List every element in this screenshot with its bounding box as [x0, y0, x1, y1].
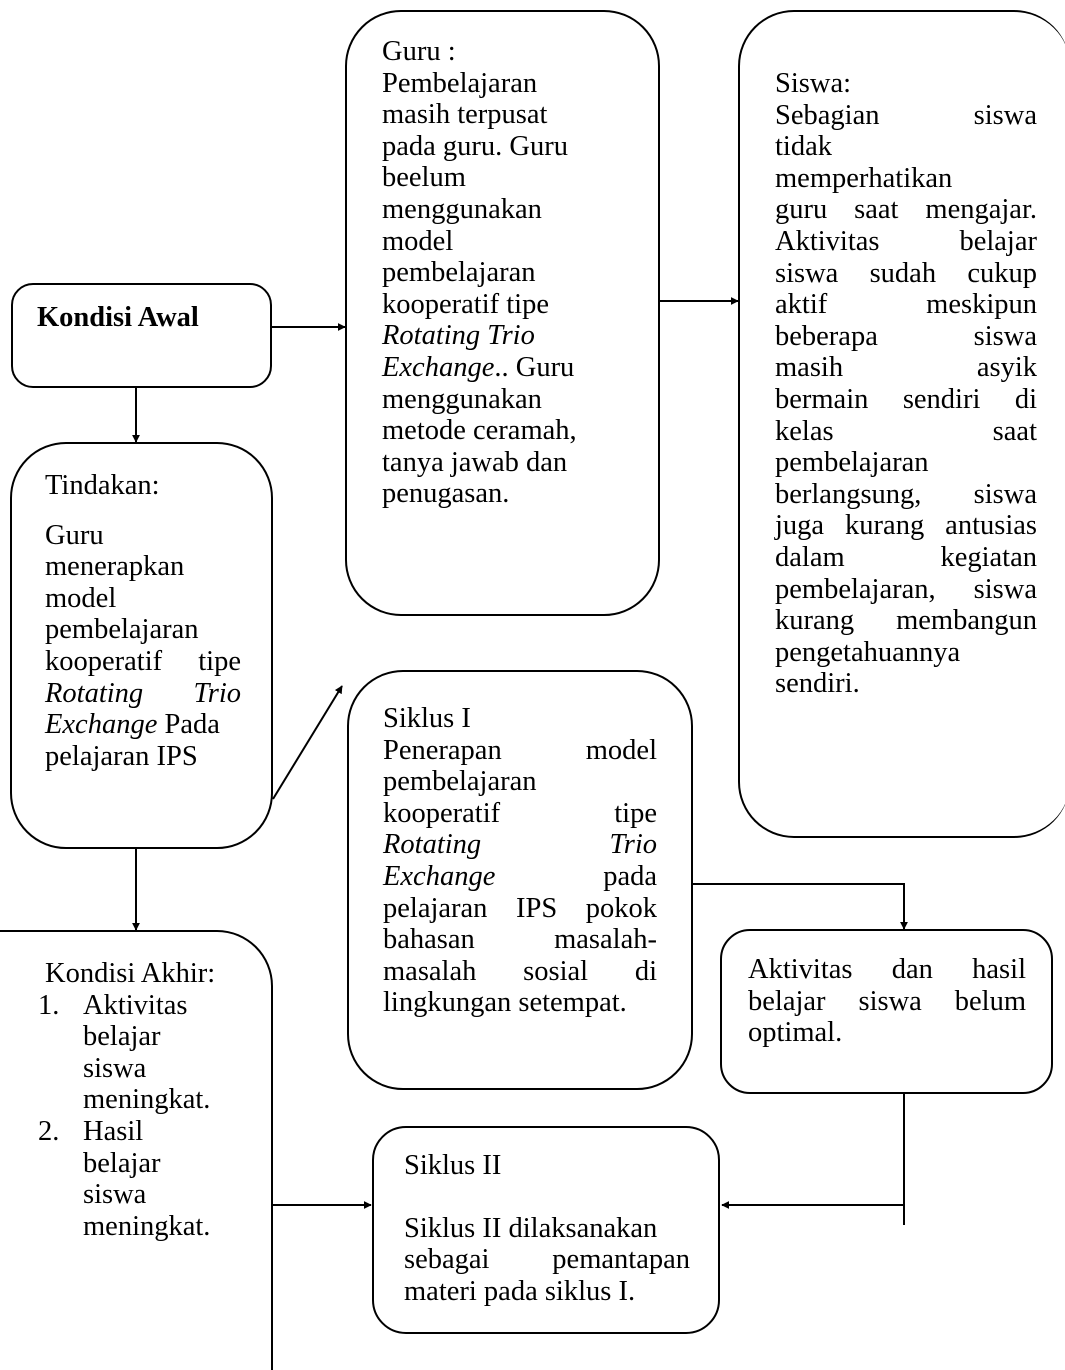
kondisi-akhir-item-1: 1. Aktivitas belajar siswa meningkat. [38, 989, 211, 1116]
guru-text: Guru : Pembelajaran masih terpusat pada … [382, 36, 577, 510]
siklus-2-box [372, 1126, 720, 1334]
guru-box [345, 10, 660, 616]
siswa-box [738, 10, 1065, 838]
tindakan-box [10, 442, 273, 849]
belum-optimal-text: Aktivitas dan hasil belajar siswa belum … [748, 954, 1026, 1049]
kondisi-akhir-box [0, 930, 273, 1370]
siklus-2-text: Siklus II Siklus II dilaksanakan sebagai… [404, 1150, 690, 1307]
kondisi-awal-box [11, 283, 272, 388]
kondisi-akhir-list: 1. Aktivitas belajar siswa meningkat. 2.… [38, 990, 258, 1243]
tindakan-text: Tindakan: Guru menerapkan model pembelaj… [45, 470, 241, 772]
kondisi-akhir-text: Kondisi Akhir: 1. Aktivitas belajar sisw… [38, 958, 258, 1242]
arrow-tindakan-to-siklus1 [272, 685, 343, 800]
kondisi-akhir-item-2: 2. Hasil belajar siswa meningkat. [38, 1115, 211, 1242]
siklus-1-text: Siklus I Penerapan model pembelajaran ko… [383, 703, 657, 1019]
connector-siklus1-to-optimal [693, 883, 908, 930]
belum-optimal-box [720, 929, 1053, 1094]
siswa-text: Siswa: Sebagian siswa tidak memperhatika… [775, 68, 1037, 700]
siklus-1-box [347, 670, 693, 1090]
kondisi-awal-title: Kondisi Awal [37, 302, 199, 333]
